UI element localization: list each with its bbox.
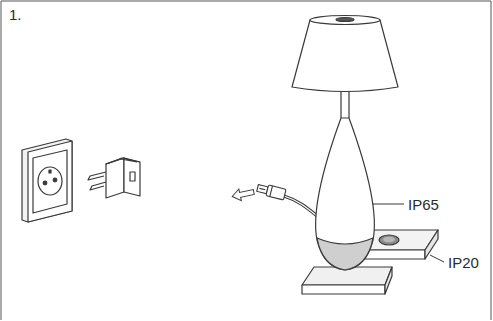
plug-in-arrow <box>231 186 255 202</box>
ip-rating: IP65 <box>407 197 440 212</box>
lamp <box>292 16 398 295</box>
usb-charger <box>88 158 140 198</box>
ip-rating: IP20 <box>447 255 480 270</box>
wall-socket <box>22 139 72 222</box>
step-number: 1. <box>8 7 23 22</box>
leader-line <box>372 204 444 262</box>
usb-plug <box>256 183 286 200</box>
